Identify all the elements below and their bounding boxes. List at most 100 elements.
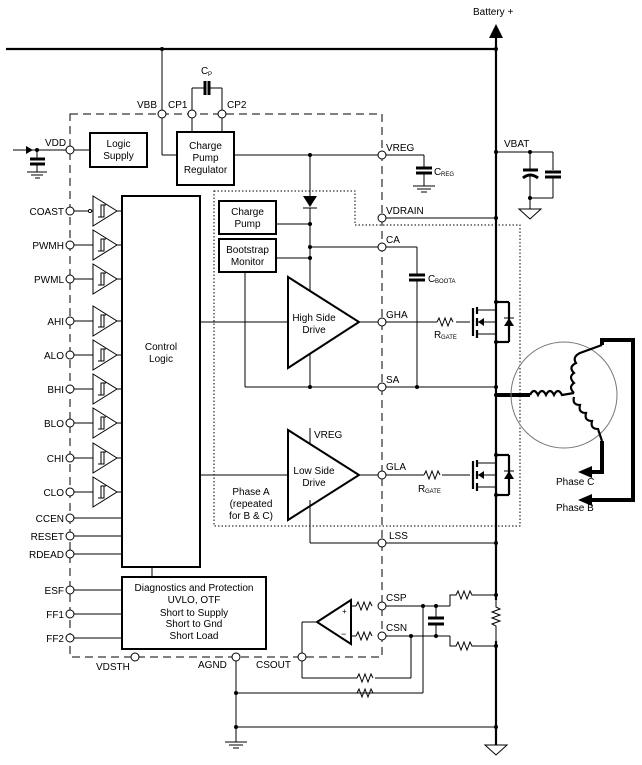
lss-pin[interactable] [377,538,387,548]
alo-pin[interactable] [65,350,75,360]
ca-label: CA [386,235,400,246]
pin-rdead: RDEAD [29,549,122,561]
svg-text:for B & C): for B & C) [229,511,273,522]
cp1-label: CP1 [168,100,188,111]
svg-text:Pump: Pump [192,153,219,164]
svg-text:UVLO, OTF: UVLO, OTF [168,595,221,606]
cp2-pin[interactable] [217,109,227,119]
control-logic-block: Control Logic [121,195,201,568]
bhi-pin[interactable] [65,384,75,394]
battery-arrow-icon [489,24,503,38]
pin-esf: ESF [45,585,122,597]
svg-text:+: + [342,607,347,616]
vdd-pin[interactable] [65,145,75,155]
reset-pin[interactable] [65,531,75,541]
vbb-pin[interactable] [157,109,167,119]
csout-label: CSOUT [256,660,291,671]
lss-label: LSS [389,531,408,542]
vdrain-pin[interactable] [377,213,387,223]
chi-pin[interactable] [65,453,75,463]
bhi-label: BHI [47,385,64,396]
motor-circle [510,341,618,449]
svg-text:Drive: Drive [302,325,326,336]
svg-text:Logic: Logic [149,354,173,365]
csn-pin[interactable] [377,631,387,641]
svg-text:Pump: Pump [234,219,261,230]
charge-pump-block: Charge Pump [218,200,277,235]
ca-pin[interactable] [377,242,387,252]
vdd-arrow-icon [26,146,33,154]
schmitt-buffer-icon [92,305,118,337]
svg-text:Low Side: Low Side [293,466,335,477]
coast-pin[interactable] [65,206,75,216]
ahi-pin[interactable] [65,316,75,326]
input-chi: CHI [47,442,122,474]
svg-text:GATE: GATE [425,489,441,495]
svg-text:High Side: High Side [292,313,336,324]
sa-pin[interactable] [377,382,387,392]
ff1-label: FF1 [46,610,64,621]
ground-icon-main [483,744,509,756]
current-sense-amp: + − [301,598,424,699]
csout-pin[interactable] [297,652,307,662]
chip-boundary [69,113,383,658]
vdsth-pin[interactable] [130,652,140,662]
svg-text:Drive: Drive [302,478,326,489]
ff1-pin[interactable] [65,609,75,619]
vbb-label: VBB [137,100,157,111]
rdead-pin[interactable] [65,549,75,559]
ff2-pin[interactable] [65,633,75,643]
svg-text:Logic: Logic [107,139,131,150]
schmitt-buffer-icon [92,195,118,227]
cp2-label: CP2 [227,100,247,111]
csp-pin[interactable] [377,601,387,611]
pwmh-pin[interactable] [65,240,75,250]
svg-text:REG: REG [441,172,454,178]
svg-text:Phase A: Phase A [232,487,270,498]
esf-pin[interactable] [65,585,75,595]
phase-c-arrow-icon [578,466,592,478]
svg-text:(repeated: (repeated [230,499,273,510]
ccen-pin[interactable] [65,513,75,523]
ff2-label: FF2 [46,634,64,645]
vdsth-label: VDSTH [96,662,130,673]
gha-pin[interactable] [377,317,387,327]
svg-text:−: − [341,629,346,639]
plain-pins: CCEN RESET RDEAD [29,513,122,561]
agnd-label: AGND [198,660,227,671]
vreg-pin[interactable] [377,150,387,160]
blo-pin[interactable] [65,418,75,428]
schmitt-buffer-icon [92,442,118,474]
svg-text:Supply: Supply [103,151,134,162]
pin-reset: RESET [31,531,122,543]
logic-supply-block: Logic Supply [89,132,148,168]
pwml-label: PWML [34,275,64,286]
svg-text:P: P [208,72,212,78]
gla-pin[interactable] [377,470,387,480]
ground-icon [517,208,543,220]
pwmh-label: PWMH [32,241,64,252]
clo-pin[interactable] [65,487,75,497]
cp1-pin[interactable] [187,109,197,119]
svg-text:Diagnostics and Protection: Diagnostics and Protection [135,583,254,594]
input-blo: BLO [44,407,122,439]
pin-ccen: CCEN [36,513,122,525]
pwml-pin[interactable] [65,274,75,284]
low-side-mosfet [471,453,514,497]
input-pwmh: PWMH [32,229,122,261]
phase-b-label: Phase B [556,503,594,514]
chi-label: CHI [47,454,64,465]
vdrain-label: VDRAIN [386,206,424,217]
input-alo: ALO [44,339,122,371]
rgate-resistor-low [423,469,441,481]
pin-ff2: FF2 [46,633,122,645]
rgate-label-low: R [418,484,425,495]
input-pwml: PWML [34,263,122,295]
csp-label: CSP [386,593,407,604]
svg-text:Charge: Charge [231,207,264,218]
svg-text:Short Load: Short Load [170,631,219,642]
input-bhi: BHI [47,373,122,405]
agnd-pin[interactable] [231,652,241,662]
